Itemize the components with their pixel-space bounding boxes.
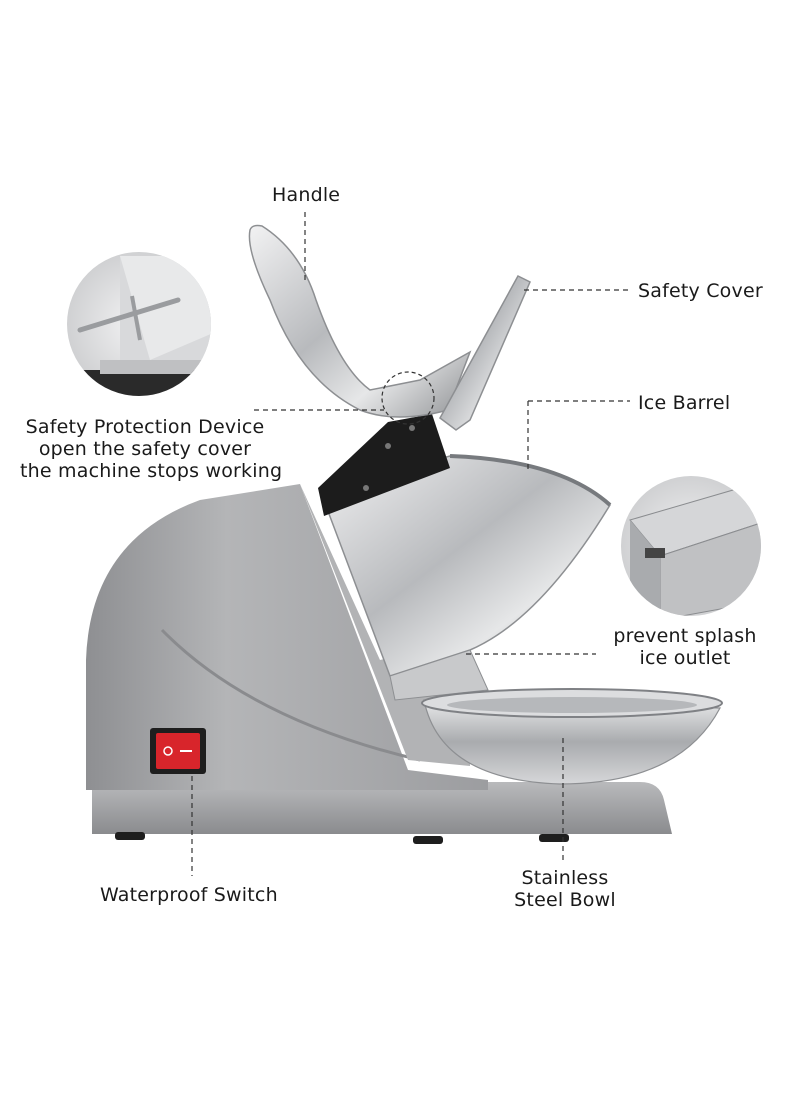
barrel-rim bbox=[449, 454, 612, 507]
label-steel-bowl-line-1: Stainless bbox=[521, 867, 609, 889]
inset-safety-device bbox=[67, 252, 211, 396]
machine-base bbox=[92, 782, 672, 834]
base-foot-right bbox=[539, 834, 569, 842]
safety-device-marker bbox=[381, 371, 435, 425]
handle-bar bbox=[248, 224, 472, 418]
hinge-bracket bbox=[318, 414, 450, 516]
machine-body bbox=[86, 484, 488, 790]
ice-outlet bbox=[389, 649, 489, 701]
body-side-curve bbox=[160, 628, 421, 762]
steel-bowl bbox=[423, 699, 721, 785]
bracket-screw-2 bbox=[363, 485, 369, 491]
label-safety-device: Safety Protection Device open the safety… bbox=[20, 416, 283, 482]
inset-ice-outlet bbox=[621, 476, 761, 616]
label-ice-outlet-line-2: ice outlet bbox=[639, 647, 731, 669]
bracket-screw-3 bbox=[409, 425, 415, 431]
safety-cover bbox=[439, 275, 531, 431]
label-safety-device-line-2: open the safety cover bbox=[38, 438, 252, 460]
base-foot-left bbox=[115, 832, 145, 840]
label-steel-bowl: Stainless Steel Bowl bbox=[490, 867, 640, 911]
bracket-screw-1 bbox=[385, 443, 391, 449]
switch-off-mark bbox=[163, 746, 173, 756]
label-ice-outlet: prevent splash ice outlet bbox=[600, 625, 770, 669]
label-safety-device-line-3: the machine stops working bbox=[20, 460, 283, 482]
waterproof-switch[interactable] bbox=[156, 733, 200, 769]
label-ice-barrel: Ice Barrel bbox=[638, 392, 731, 414]
base-foot-mid bbox=[413, 836, 443, 844]
bowl-inner bbox=[447, 697, 697, 713]
label-waterproof-switch: Waterproof Switch bbox=[100, 884, 278, 906]
label-ice-outlet-line-1: prevent splash bbox=[613, 625, 757, 647]
label-handle: Handle bbox=[272, 184, 341, 206]
label-safety-device-line-1: Safety Protection Device bbox=[25, 416, 265, 438]
label-steel-bowl-line-2: Steel Bowl bbox=[514, 889, 616, 911]
label-safety-cover: Safety Cover bbox=[638, 280, 763, 302]
